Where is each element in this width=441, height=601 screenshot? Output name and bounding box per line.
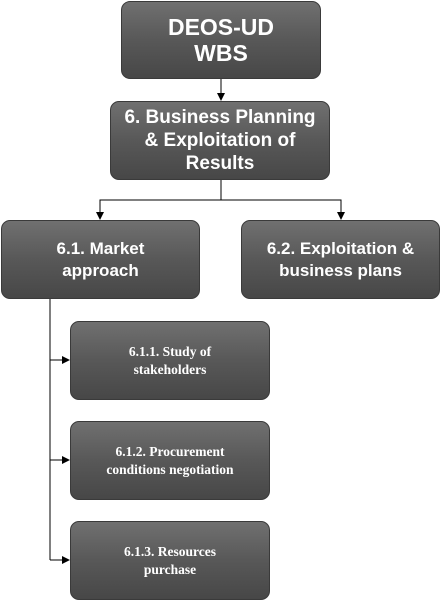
connector-to-exploitation xyxy=(221,199,345,220)
business-planning-label: 6. Business Planning & Exploitation of R… xyxy=(124,107,316,174)
business-planning-node[interactable]: 6. Business Planning & Exploitation of R… xyxy=(110,101,330,180)
market-approach-node[interactable]: 6.1. Market approach xyxy=(1,220,200,299)
resources-purchase-node[interactable]: 6.1.3. Resources purchase xyxy=(70,521,270,600)
study-stakeholders-label: 6.1.1. Study of stakeholders xyxy=(128,343,212,377)
exploitation-node[interactable]: 6.2. Exploitation & business plans xyxy=(241,220,440,299)
procurement-node[interactable]: 6.1.2. Procurement conditions negotiatio… xyxy=(70,421,270,500)
resources-purchase-label: 6.1.3. Resources purchase xyxy=(124,543,216,577)
wbs-root-node[interactable]: DEOS-UD WBS xyxy=(121,1,321,79)
wbs-root-label: DEOS-UD WBS xyxy=(167,14,275,66)
procurement-label: 6.1.2. Procurement conditions negotiatio… xyxy=(106,443,234,477)
connector-to-market-approach xyxy=(96,180,222,220)
exploitation-label: 6.2. Exploitation & business plans xyxy=(266,238,415,280)
study-stakeholders-node[interactable]: 6.1.1. Study of stakeholders xyxy=(70,321,270,400)
market-approach-label: 6.1. Market approach xyxy=(56,238,145,280)
